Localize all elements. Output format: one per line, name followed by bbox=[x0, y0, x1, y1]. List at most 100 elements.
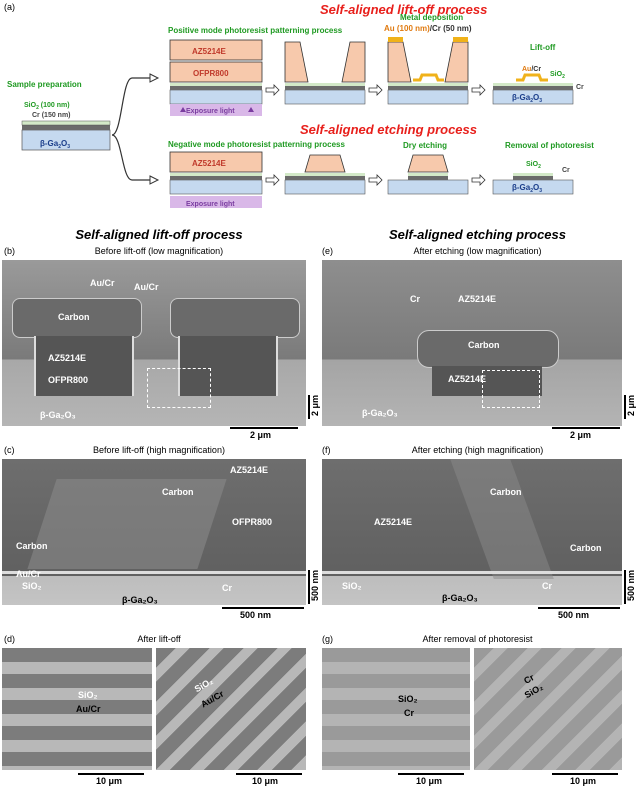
panel-d-sem-1: SiO₂ Au/Cr bbox=[2, 648, 152, 770]
lift-off-process-title: Self-aligned lift-off process bbox=[320, 2, 488, 17]
panel-a-label: (a) bbox=[4, 2, 15, 12]
e-carbon-label: Carbon bbox=[468, 340, 500, 350]
negative-mode-label: Negative mode photoresist patterning pro… bbox=[168, 140, 345, 149]
f-az-label: AZ5214E bbox=[374, 517, 413, 527]
branch-arrow-down bbox=[111, 134, 150, 181]
panel-b-sem-image: Au/Cr Au/Cr Carbon AZ5214E OFPR800 β-Ga₂… bbox=[2, 260, 306, 426]
b-au-cr-label-1: Au/Cr bbox=[90, 278, 115, 288]
c-scale-v bbox=[308, 570, 310, 604]
f-ga-label: β-Ga₂O₃ bbox=[442, 593, 478, 603]
metal-deposition-label: Metal deposition bbox=[400, 13, 464, 22]
d-au-cr-label-b: Au/Cr bbox=[199, 688, 226, 710]
f-carbon-label-2: Carbon bbox=[570, 543, 602, 553]
f-scale-v-text: 500 nm bbox=[626, 570, 636, 602]
b-scale-h bbox=[230, 427, 298, 429]
b-az-label: AZ5214E bbox=[48, 353, 87, 363]
sample-ga-text: β-Ga2O3 bbox=[40, 139, 70, 150]
panel-g-sem-1: SiO₂ Cr bbox=[322, 648, 470, 770]
panel-b-label: (b) bbox=[4, 246, 15, 256]
b-scale-h-text: 2 μm bbox=[250, 430, 272, 440]
c-ga-label: β-Ga₂O₃ bbox=[122, 595, 158, 605]
c-carbon-label-2: Carbon bbox=[16, 541, 48, 551]
panel-e-sem-image: Cr AZ5214E Carbon AZ5214E β-Ga₂O₃ bbox=[322, 260, 622, 426]
neg-step1-exposure-text: Exposure light bbox=[186, 201, 235, 208]
panel-c-title: Before lift-off (high magnification) bbox=[93, 445, 225, 455]
removal-label: Removal of photoresist bbox=[505, 141, 594, 150]
lift-off-label: Lift-off bbox=[530, 43, 556, 52]
f-carbon-label-1: Carbon bbox=[490, 487, 522, 497]
step1-az-text: AZ5214E bbox=[192, 47, 226, 56]
c-cr-label: Cr bbox=[222, 583, 233, 593]
positive-mode-label: Positive mode photoresist patterning pro… bbox=[168, 26, 343, 35]
negative-step-2 bbox=[284, 154, 366, 195]
etching-section-title: Self-aligned etching process bbox=[389, 227, 566, 242]
e-scale-h bbox=[552, 427, 620, 429]
d-sio2-label-b: SiO₂ bbox=[192, 675, 215, 695]
f-scale-h-text: 500 nm bbox=[558, 610, 590, 620]
positive-step-3 bbox=[387, 37, 469, 105]
negative-step-4 bbox=[492, 173, 574, 195]
panel-d-title: After lift-off bbox=[137, 634, 181, 644]
panel-f-title: After etching (high magnification) bbox=[411, 445, 544, 455]
f-cr-label: Cr bbox=[542, 581, 553, 591]
step4-cr-text: Cr bbox=[576, 84, 584, 91]
step4-sio2-text: SiO2 bbox=[550, 71, 565, 80]
g-cr-label: Cr bbox=[404, 708, 415, 718]
panel-c-label: (c) bbox=[4, 445, 15, 455]
c-scale-h-text: 500 nm bbox=[240, 610, 272, 620]
c-carbon-label-1: Carbon bbox=[162, 487, 194, 497]
branch-arrow-up bbox=[111, 77, 150, 136]
sample-cr-text: Cr (150 nm) bbox=[32, 112, 71, 119]
positive-step-2 bbox=[284, 41, 366, 105]
panel-e-label: (e) bbox=[322, 246, 333, 256]
panel-d-sem-2: SiO₂ Au/Cr bbox=[156, 648, 306, 770]
panel-g-title: After removal of photoresist bbox=[422, 634, 533, 644]
panel-g-sem-2: Cr SiO₂ bbox=[474, 648, 622, 770]
f-scale-v bbox=[624, 570, 626, 604]
d-scale-2 bbox=[236, 773, 302, 775]
f-sio2-label: SiO₂ bbox=[342, 581, 362, 591]
metal-thickness-label: Au (100 nm)/Cr (50 nm) bbox=[384, 24, 472, 33]
step4-ga-text: β-Ga2O3 bbox=[512, 93, 542, 104]
lift-off-section-title: Self-aligned lift-off process bbox=[75, 227, 243, 242]
e-scale-v bbox=[624, 395, 626, 419]
panel-f-label: (f) bbox=[322, 445, 331, 455]
neg-step4-cr-text: Cr bbox=[562, 167, 570, 174]
e-ga-label: β-Ga₂O₃ bbox=[362, 408, 398, 418]
neg-step4-ga-text: β-Ga2O3 bbox=[512, 183, 542, 194]
b-ga-label: β-Ga₂O₃ bbox=[40, 410, 76, 420]
step4-au-text: Au/Cr bbox=[522, 66, 541, 73]
negative-step-1 bbox=[169, 151, 263, 208]
neg-step1-az-text: AZ5214E bbox=[192, 159, 226, 168]
dry-etching-label: Dry etching bbox=[403, 141, 448, 150]
sample-sio2-text: SiO2 (100 nm) bbox=[24, 102, 70, 111]
d-scale-2-text: 10 μm bbox=[252, 776, 279, 786]
neg-step4-sio2-text: SiO2 bbox=[526, 161, 541, 170]
etching-process-title: Self-aligned etching process bbox=[300, 122, 477, 137]
g-scale-1-text: 10 μm bbox=[416, 776, 443, 786]
c-az-label: AZ5214E bbox=[230, 465, 269, 475]
g-scale-1 bbox=[398, 773, 464, 775]
b-ofpr-label: OFPR800 bbox=[48, 375, 89, 385]
e-scale-h-text: 2 μm bbox=[570, 430, 592, 440]
step1-ofpr-text: OFPR800 bbox=[193, 69, 229, 78]
d-sio2-label: SiO₂ bbox=[78, 690, 98, 700]
panel-c-sem-image: AZ5214E Carbon OFPR800 Carbon Au/Cr SiO₂… bbox=[2, 459, 306, 605]
e-scale-v-text: 2 μm bbox=[626, 395, 636, 417]
e-az-label: AZ5214E bbox=[448, 374, 487, 384]
f-scale-h bbox=[538, 607, 620, 609]
panel-b-title: Before lift-off (low magnification) bbox=[94, 246, 224, 256]
g-scale-2 bbox=[552, 773, 618, 775]
c-sio2-label: SiO₂ bbox=[22, 581, 42, 591]
panel-e-title: After etching (low magnification) bbox=[413, 246, 542, 256]
g-scale-2-text: 10 μm bbox=[570, 776, 597, 786]
d-au-cr-label: Au/Cr bbox=[76, 704, 101, 714]
d-scale-1-text: 10 μm bbox=[96, 776, 123, 786]
sample-stack bbox=[21, 120, 111, 151]
b-scale-v-text: 2 μm bbox=[310, 395, 320, 417]
positive-step-4 bbox=[492, 73, 574, 105]
c-scale-v-text: 500 nm bbox=[310, 570, 320, 602]
process-schematic-svg: β-Ga2O3 SiO2 (100 nm) Cr (150 nm) AZ5214… bbox=[21, 37, 584, 208]
c-scale-h bbox=[222, 607, 304, 609]
panel-f-sem-image: Carbon AZ5214E Carbon SiO₂ Cr β-Ga₂O₃ bbox=[322, 459, 622, 605]
